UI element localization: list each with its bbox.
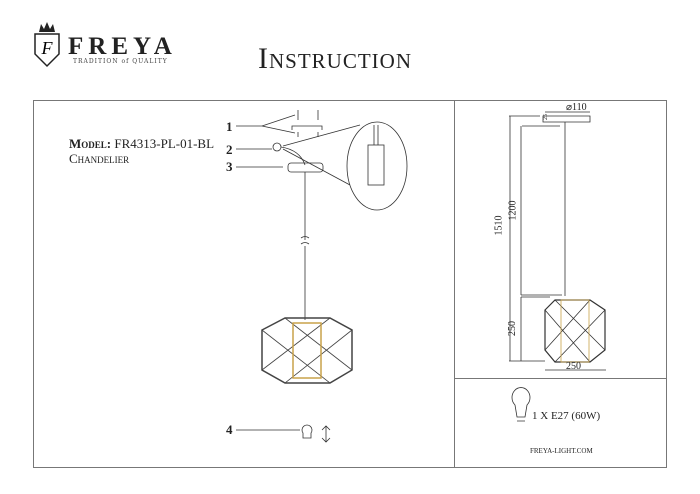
- dim-total-height: 1510: [493, 215, 505, 236]
- brand-tagline: TRADITION of QUALITY: [73, 58, 168, 65]
- dim-diameter: ⌀110: [566, 102, 587, 113]
- model-number: FR4313-PL-01-BL: [114, 136, 215, 151]
- content-frame: [33, 100, 667, 468]
- model-label: Model:: [69, 136, 112, 151]
- website-link[interactable]: FREYA-LIGHT.COM: [530, 447, 593, 455]
- callout-3: 3: [226, 159, 233, 174]
- model-line: Model: FR4313-PL-01-BL: [69, 136, 214, 152]
- callout-4: 4: [226, 422, 233, 437]
- freya-crest-logo: F: [34, 22, 60, 68]
- divider: [454, 378, 667, 379]
- dim-canopy-height: 25: [543, 114, 549, 120]
- product-type: Chandelier: [69, 151, 130, 166]
- bulb-spec: 1 X E27 (60W): [532, 410, 601, 422]
- callout-1: 1: [226, 119, 233, 134]
- brand-name: FREYA: [68, 33, 177, 60]
- dim-shade-width: 250: [566, 361, 581, 372]
- callout-2: 2: [226, 142, 233, 157]
- svg-text:F: F: [41, 38, 54, 58]
- divider: [454, 100, 455, 468]
- page-title: Instruction: [258, 42, 412, 75]
- dim-cord-length: 1200: [507, 200, 519, 221]
- dim-shade-height: 250: [507, 321, 518, 336]
